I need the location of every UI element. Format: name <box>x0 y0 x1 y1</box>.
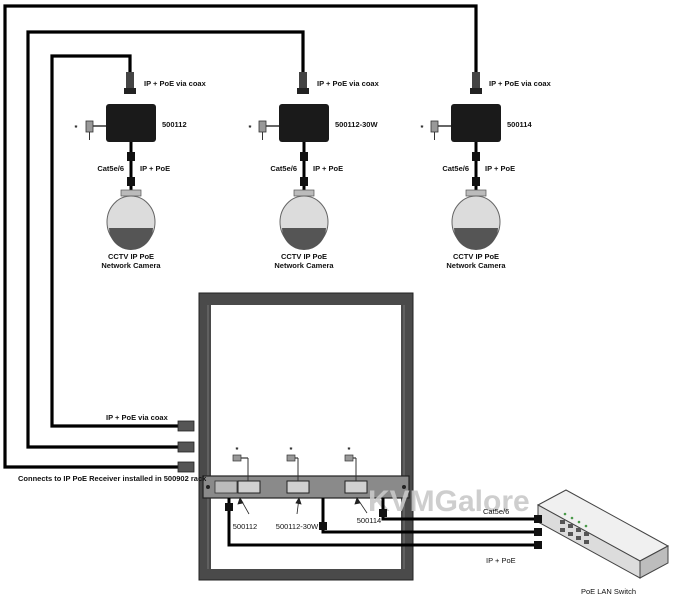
rack-shelf: * * * <box>202 445 410 499</box>
coax-label: IP + PoE via coax <box>144 79 207 88</box>
ip-poe-receiver <box>279 104 329 142</box>
power-mark: * <box>249 123 252 132</box>
camera-label: Network Camera <box>446 261 506 270</box>
coax-label: IP + PoE via coax <box>489 79 552 88</box>
poe-label: IP + PoE <box>313 164 343 173</box>
cat-label: Cat5e/6 <box>97 164 124 173</box>
rj45-plug <box>472 152 480 161</box>
ip-poe-receiver <box>451 104 501 142</box>
poe-label: IP + PoE <box>140 164 170 173</box>
receiver-model: 500112-30W <box>335 120 378 129</box>
rack-interior <box>211 305 401 569</box>
power-mark: * <box>236 445 239 454</box>
switch-name-label: PoE LAN Switch <box>581 587 636 596</box>
poe-lan-switch <box>536 489 670 579</box>
coax-cables <box>3 4 478 469</box>
coax-connector-ring <box>470 88 482 94</box>
camera-unit-2: * IP + PoE via coax 500112-30W Cat5e/6 I… <box>249 72 380 270</box>
camera-label: CCTV IP PoE <box>453 252 499 261</box>
camera-mount <box>120 189 142 197</box>
camera-label: CCTV IP PoE <box>281 252 327 261</box>
power-plug: * <box>286 445 299 481</box>
rack-coax-ports <box>177 420 195 473</box>
coax-connector <box>472 72 480 94</box>
coax-run-camera-2 <box>26 30 305 449</box>
camera-lens <box>454 228 498 250</box>
lan-cables <box>227 498 538 547</box>
camera-label: CCTV IP PoE <box>108 252 154 261</box>
power-plug <box>85 120 94 133</box>
coax-connector-ring <box>124 88 136 94</box>
power-mark: * <box>421 123 424 132</box>
rj45-plugs <box>225 503 542 549</box>
cat-cable <box>381 498 538 521</box>
camera-unit-1: * IP + PoE via coax 500112 Cat5e/6 IP + … <box>75 72 207 270</box>
coax-label: IP + PoE via coax <box>317 79 380 88</box>
transmitter-label: 500112-30W <box>276 522 319 531</box>
cat-cable <box>321 498 538 534</box>
coax-run-camera-1 <box>50 54 182 428</box>
switch-poe-label: IP + PoE <box>486 556 516 565</box>
coax-run-camera-3 <box>3 4 478 469</box>
camera-label: Network Camera <box>101 261 161 270</box>
camera-unit-3: * IP + PoE via coax 500114 Cat5e/6 IP + … <box>421 72 552 270</box>
power-mark: * <box>348 445 351 454</box>
rj45-plug <box>127 152 135 161</box>
watermark: KVMGalore <box>368 485 530 518</box>
coax-connector <box>177 441 195 453</box>
transmitter-callouts <box>237 497 368 515</box>
camera-label: Network Camera <box>274 261 334 270</box>
ip-poe-receiver <box>106 104 156 142</box>
coax-connector <box>299 72 307 94</box>
power-plug: * <box>344 445 357 481</box>
switch-ports <box>560 520 589 544</box>
rack-screw <box>402 485 406 489</box>
camera-mount <box>465 189 487 197</box>
rack-screw <box>206 485 210 489</box>
transmitter-label: 500114 <box>357 516 381 525</box>
rack-cabinet <box>198 292 414 581</box>
power-plug <box>430 120 439 133</box>
rj45-plug <box>300 177 308 186</box>
rj45-plug <box>127 177 135 186</box>
switch-leds <box>563 512 588 528</box>
rack-connects-label: Connects to IP PoE Receiver installed in… <box>18 474 207 483</box>
camera-mount <box>293 189 315 197</box>
rj45-plug <box>300 152 308 161</box>
receiver-model: 500112 <box>162 120 187 129</box>
cat-label: Cat5e/6 <box>270 164 297 173</box>
rj45-plug <box>472 177 480 186</box>
ip-poe-transmitter <box>286 480 310 494</box>
rack-coax-label: IP + PoE via coax <box>106 413 169 422</box>
coax-connector-ring <box>297 88 309 94</box>
power-mark: * <box>75 123 78 132</box>
ip-poe-transmitter <box>237 480 261 494</box>
cat-cable <box>227 498 538 547</box>
poe-label: IP + PoE <box>485 164 515 173</box>
cat-label: Cat5e/6 <box>442 164 469 173</box>
power-plug <box>258 120 267 133</box>
receiver-model: 500114 <box>507 120 532 129</box>
switch-cat-label: Cat5e/6 <box>483 507 509 516</box>
coax-connector <box>177 461 195 473</box>
camera-lens <box>282 228 326 250</box>
coax-connector <box>177 420 195 432</box>
switch-side <box>639 545 669 579</box>
power-mark: * <box>290 445 293 454</box>
transmitter-label: 500112 <box>233 522 257 531</box>
power-plug: * <box>232 445 249 481</box>
ip-poe-transmitter <box>344 480 368 494</box>
coax-connector <box>126 72 134 94</box>
camera-lens <box>109 228 153 250</box>
shelf-bracket <box>214 480 238 494</box>
